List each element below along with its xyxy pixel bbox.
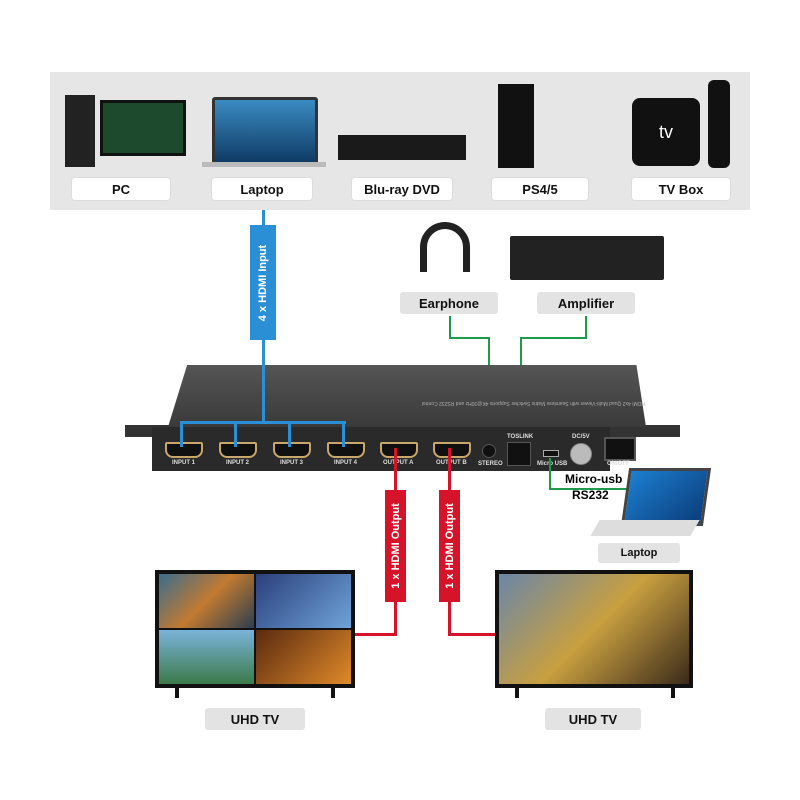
source-label-tvbox: TV Box xyxy=(632,178,730,200)
source-label-laptop: Laptop xyxy=(212,178,312,200)
green-line-earphone-h xyxy=(449,337,489,339)
port-label-input-1: INPUT 1 xyxy=(172,460,196,466)
hdmi-output-text-a: 1 x HDMI Output xyxy=(389,503,402,589)
port-output-b[interactable] xyxy=(433,442,471,458)
toslink-label: TOSLINK xyxy=(507,434,534,440)
port-output-a[interactable] xyxy=(380,442,418,458)
dc-label: DC/5V xyxy=(572,434,590,440)
bluray-image xyxy=(338,135,466,160)
control-laptop-base xyxy=(590,520,700,536)
blue-drop-4 xyxy=(342,421,345,447)
source-label-pc: PC xyxy=(72,178,170,200)
tv-left-screen-3 xyxy=(159,630,254,684)
tv-right-stand xyxy=(515,688,675,698)
toslink-port[interactable] xyxy=(507,442,531,466)
port-input-4[interactable] xyxy=(327,442,365,458)
stereo-label: STEREO xyxy=(478,461,503,467)
hdmi-output-label-b: 1 x HDMI Output xyxy=(439,490,460,602)
port-label-input-2: INPUT 2 xyxy=(226,460,250,466)
blue-drop-2 xyxy=(234,421,237,447)
port-input-1[interactable] xyxy=(165,442,203,458)
tv-right-screen xyxy=(499,574,689,684)
port-label-output-b: OUTPUT B xyxy=(436,460,467,466)
micro-usb-text: Micro-usb xyxy=(565,472,623,486)
remote-image xyxy=(708,80,730,168)
port-label-input-4: INPUT 4 xyxy=(334,460,358,466)
stereo-jack[interactable] xyxy=(482,444,496,458)
pc-image xyxy=(65,95,95,167)
audio-label-earphone: Earphone xyxy=(400,292,498,314)
green-line-earphone xyxy=(449,316,451,338)
blue-drop-1 xyxy=(180,421,183,447)
green-line-usb xyxy=(549,458,551,490)
dc-port[interactable] xyxy=(570,443,592,465)
tv-left-screen-2 xyxy=(256,574,351,628)
onoff-label: ON/OFF xyxy=(607,461,630,467)
earphone-image xyxy=(420,222,470,272)
source-label-bluray: Blu-ray DVD xyxy=(352,178,452,200)
control-laptop-label: Laptop xyxy=(598,543,680,563)
green-line-amplifier-h xyxy=(520,337,587,339)
hdmi-output-label-a: 1 x HDMI Output xyxy=(385,490,406,602)
source-label-ps4: PS4/5 xyxy=(492,178,588,200)
tv-left-screen-4 xyxy=(256,630,351,684)
power-switch[interactable] xyxy=(604,437,636,461)
rs232-text: RS232 xyxy=(572,488,609,502)
port-input-3[interactable] xyxy=(273,442,311,458)
hdmi-input-text: 4 x HDMI Input xyxy=(257,244,270,321)
micro-usb-label: Micro USB xyxy=(537,461,568,467)
ps4-image xyxy=(498,84,534,168)
switcher-top xyxy=(168,365,646,427)
tv-left-screen-1 xyxy=(159,574,254,628)
pc-monitor-image xyxy=(100,100,186,156)
display-label-right: UHD TV xyxy=(545,708,641,730)
red-line-a-h xyxy=(355,633,397,636)
laptop-base xyxy=(202,162,326,167)
hdmi-input-label: 4 x HDMI Input xyxy=(250,225,276,340)
display-label-left: UHD TV xyxy=(205,708,305,730)
port-label-output-a: OUTPUT A xyxy=(383,460,414,466)
switcher-top-text: HDMI 4x2 Quad Multi-Viewer with Seamless… xyxy=(421,400,645,406)
blue-bus-line xyxy=(180,421,346,424)
laptop-image xyxy=(212,97,318,165)
amplifier-image xyxy=(510,236,664,280)
audio-label-amplifier: Amplifier xyxy=(537,292,635,314)
tv-left-stand xyxy=(175,688,335,698)
blue-drop-3 xyxy=(288,421,291,447)
green-line-amplifier xyxy=(585,316,587,338)
micro-usb-port[interactable] xyxy=(543,450,559,457)
port-input-2[interactable] xyxy=(219,442,257,458)
control-laptop-image xyxy=(620,468,712,526)
green-line-usb-h xyxy=(549,488,629,490)
red-line-b-h xyxy=(448,633,496,636)
port-label-input-3: INPUT 3 xyxy=(280,460,304,466)
tvbox-image: tv xyxy=(632,98,700,166)
hdmi-output-text-b: 1 x HDMI Output xyxy=(443,503,456,589)
